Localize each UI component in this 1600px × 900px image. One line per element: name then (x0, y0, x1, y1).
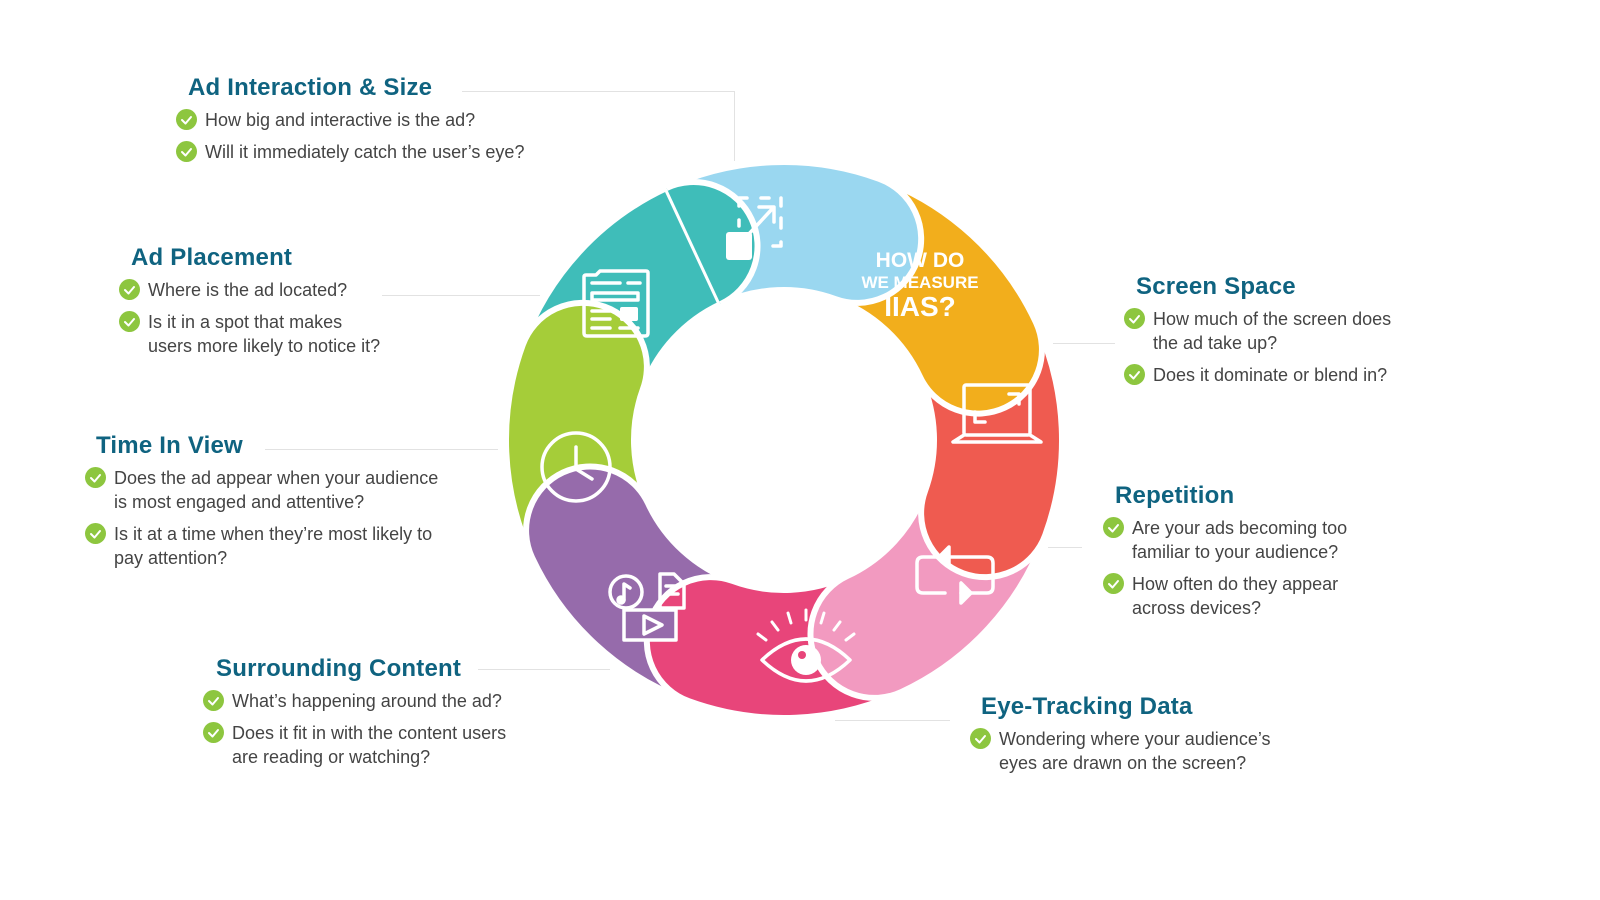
item-text: Where is the ad located? (148, 280, 348, 300)
list-item: Does it dominate or blend in? (1124, 363, 1391, 387)
leader-line (835, 720, 950, 721)
webpage-icon (582, 269, 650, 338)
leader-line (1053, 343, 1115, 344)
clock-icon (540, 431, 612, 503)
checkmark-icon (85, 523, 106, 544)
section-title: Ad Placement (131, 244, 293, 271)
item-text: How much of the screen does (1153, 309, 1392, 329)
list-item: Will it immediately catch the user’s eye… (176, 140, 524, 164)
list-item: How big and interactive is the ad? (176, 108, 524, 132)
item-text: eyes are drawn on the screen? (999, 753, 1247, 773)
eye-icon (756, 608, 856, 683)
media-icon (608, 572, 686, 642)
checkmark-icon (176, 109, 197, 130)
section-title: Repetition (1115, 482, 1235, 509)
segment-cap-outline (665, 179, 761, 307)
item-text: are reading or watching? (232, 747, 431, 767)
list-item: What’s happening around the ad? (203, 689, 506, 713)
checkmark-icon (203, 722, 224, 743)
leader-line (478, 669, 610, 670)
list-item: How often do they appear across devices? (1103, 572, 1347, 620)
item-text: What’s happening around the ad? (232, 691, 502, 711)
section-title: Surrounding Content (216, 655, 462, 682)
list-item: Is it in a spot that makes users more lik… (119, 310, 380, 358)
list-item: Is it at a time when they’re most likely… (85, 522, 438, 570)
section-title: Eye-Tracking Data (981, 693, 1193, 720)
item-text: is most engaged and attentive? (114, 492, 365, 512)
leader-line (462, 91, 735, 92)
item-text: the ad take up? (1153, 333, 1278, 353)
list-item: Does it fit in with the content users are… (203, 721, 506, 769)
list-item: Are your ads becoming too familiar to you… (1103, 516, 1347, 564)
item-text: across devices? (1132, 598, 1262, 618)
checkmark-icon (119, 311, 140, 332)
leader-line (1048, 547, 1082, 548)
checkmark-icon (85, 467, 106, 488)
resize-icon (726, 196, 783, 260)
item-text: familiar to your audience? (1132, 542, 1339, 562)
section-title: Time In View (96, 432, 243, 459)
checkmark-icon (119, 279, 140, 300)
item-text: Does the ad appear when your audience (114, 468, 439, 488)
center-question: HOW DO WE MEASURE IIAS? (861, 249, 978, 322)
center-line-3: IIAS? (884, 291, 956, 322)
list-item: Does the ad appear when your audience is … (85, 466, 438, 514)
laptop-icon (951, 383, 1043, 444)
item-text: Wondering where your audience’s (999, 729, 1271, 749)
list-item: Wondering where your audience’s eyes are … (970, 727, 1271, 775)
item-text: How often do they appear (1132, 574, 1339, 594)
center-line-1: HOW DO (876, 249, 965, 272)
segment-cap-ad-placement (666, 182, 758, 305)
section-title: Ad Interaction & Size (188, 74, 433, 101)
checkmark-icon (1103, 573, 1124, 594)
leader-line (734, 91, 735, 161)
checkmark-icon (970, 728, 991, 749)
item-text: users more likely to notice it? (148, 336, 381, 356)
list-item: How much of the screen does the ad take u… (1124, 307, 1391, 355)
checkmark-icon (1124, 364, 1145, 385)
item-text: Will it immediately catch the user’s eye… (205, 142, 525, 162)
item-text: Does it fit in with the content users (232, 723, 507, 743)
leader-line (382, 295, 540, 296)
checkmark-icon (176, 141, 197, 162)
section-title: Screen Space (1136, 273, 1296, 300)
checkmark-icon (1103, 517, 1124, 538)
center-line-2: WE MEASURE (861, 273, 978, 292)
checkmark-icon (203, 690, 224, 711)
item-text: Is it at a time when they’re most likely… (114, 524, 433, 544)
item-text: How big and interactive is the ad? (205, 110, 476, 130)
item-text: Is it in a spot that makes (148, 312, 343, 332)
leader-line (265, 449, 498, 450)
repeat-icon (915, 545, 995, 605)
list-item: Where is the ad located? (119, 278, 380, 302)
item-text: Are your ads becoming too (1132, 518, 1348, 538)
item-text: Does it dominate or blend in? (1153, 365, 1388, 385)
item-text: pay attention? (114, 548, 228, 568)
checkmark-icon (1124, 308, 1145, 329)
